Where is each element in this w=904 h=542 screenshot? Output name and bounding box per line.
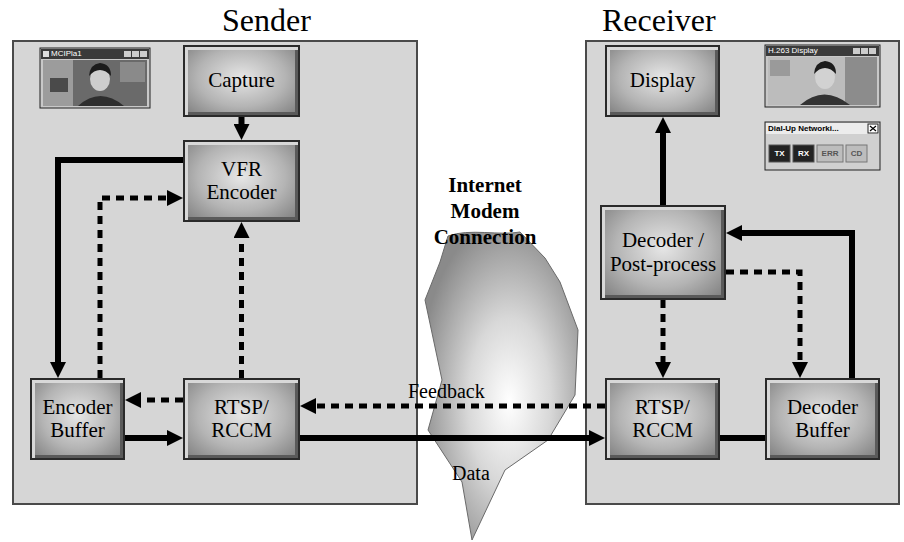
window-title: H.263 Display bbox=[768, 46, 848, 56]
box-label: Capture bbox=[208, 69, 274, 92]
data-arrow bbox=[300, 435, 589, 441]
box-label: Display bbox=[630, 69, 695, 92]
feedback-arrow bbox=[141, 398, 183, 403]
edge-label: Feedback bbox=[408, 380, 485, 402]
panel-heading: Sender bbox=[222, 2, 311, 38]
box-label: RTSP/ RCCM bbox=[189, 396, 294, 442]
process-box: VFR Encoder bbox=[183, 140, 300, 222]
protocol-box: RTSP/ RCCM bbox=[605, 378, 720, 460]
feedback-arrow bbox=[661, 300, 666, 362]
data-arrow bbox=[720, 435, 765, 441]
process-box: Decoder / Post-process bbox=[600, 205, 726, 300]
panel-heading: Receiver bbox=[602, 2, 716, 38]
data-arrow bbox=[125, 435, 167, 441]
data-arrow bbox=[58, 160, 183, 362]
data-arrow bbox=[239, 117, 245, 124]
internet-cloud bbox=[425, 232, 578, 540]
data-arrow bbox=[660, 133, 666, 205]
status-light: CD bbox=[846, 145, 867, 162]
window-title: Dial-Up Networki... bbox=[768, 123, 866, 134]
status-light: TX bbox=[769, 145, 790, 162]
display-window bbox=[765, 45, 880, 107]
data-arrow bbox=[742, 233, 852, 378]
process-box: Display bbox=[605, 45, 720, 117]
dialup-status-window bbox=[765, 122, 880, 170]
edge-label: Data bbox=[452, 462, 490, 484]
box-label: Decoder Buffer bbox=[771, 396, 874, 442]
box-label: Decoder / Post-process bbox=[606, 229, 720, 275]
cloud-title: Internet Modem Connection bbox=[420, 172, 550, 250]
protocol-box: RTSP/ RCCM bbox=[183, 378, 300, 460]
box-label: RTSP/ RCCM bbox=[611, 396, 714, 442]
box-label: Encoder Buffer bbox=[36, 396, 119, 442]
feedback-arrow bbox=[316, 404, 605, 409]
feedback-arrow bbox=[100, 198, 167, 378]
process-box: Capture bbox=[183, 45, 300, 117]
buffer-box: Encoder Buffer bbox=[30, 378, 125, 460]
feedback-arrow bbox=[239, 238, 244, 378]
capture-window bbox=[40, 48, 150, 108]
box-label: VFR Encoder bbox=[189, 158, 294, 204]
status-light: ERR bbox=[817, 145, 843, 162]
status-light: RX bbox=[793, 145, 814, 162]
feedback-arrow bbox=[726, 272, 800, 362]
window-title: MCIPla1 bbox=[51, 49, 111, 59]
buffer-box: Decoder Buffer bbox=[765, 378, 880, 460]
